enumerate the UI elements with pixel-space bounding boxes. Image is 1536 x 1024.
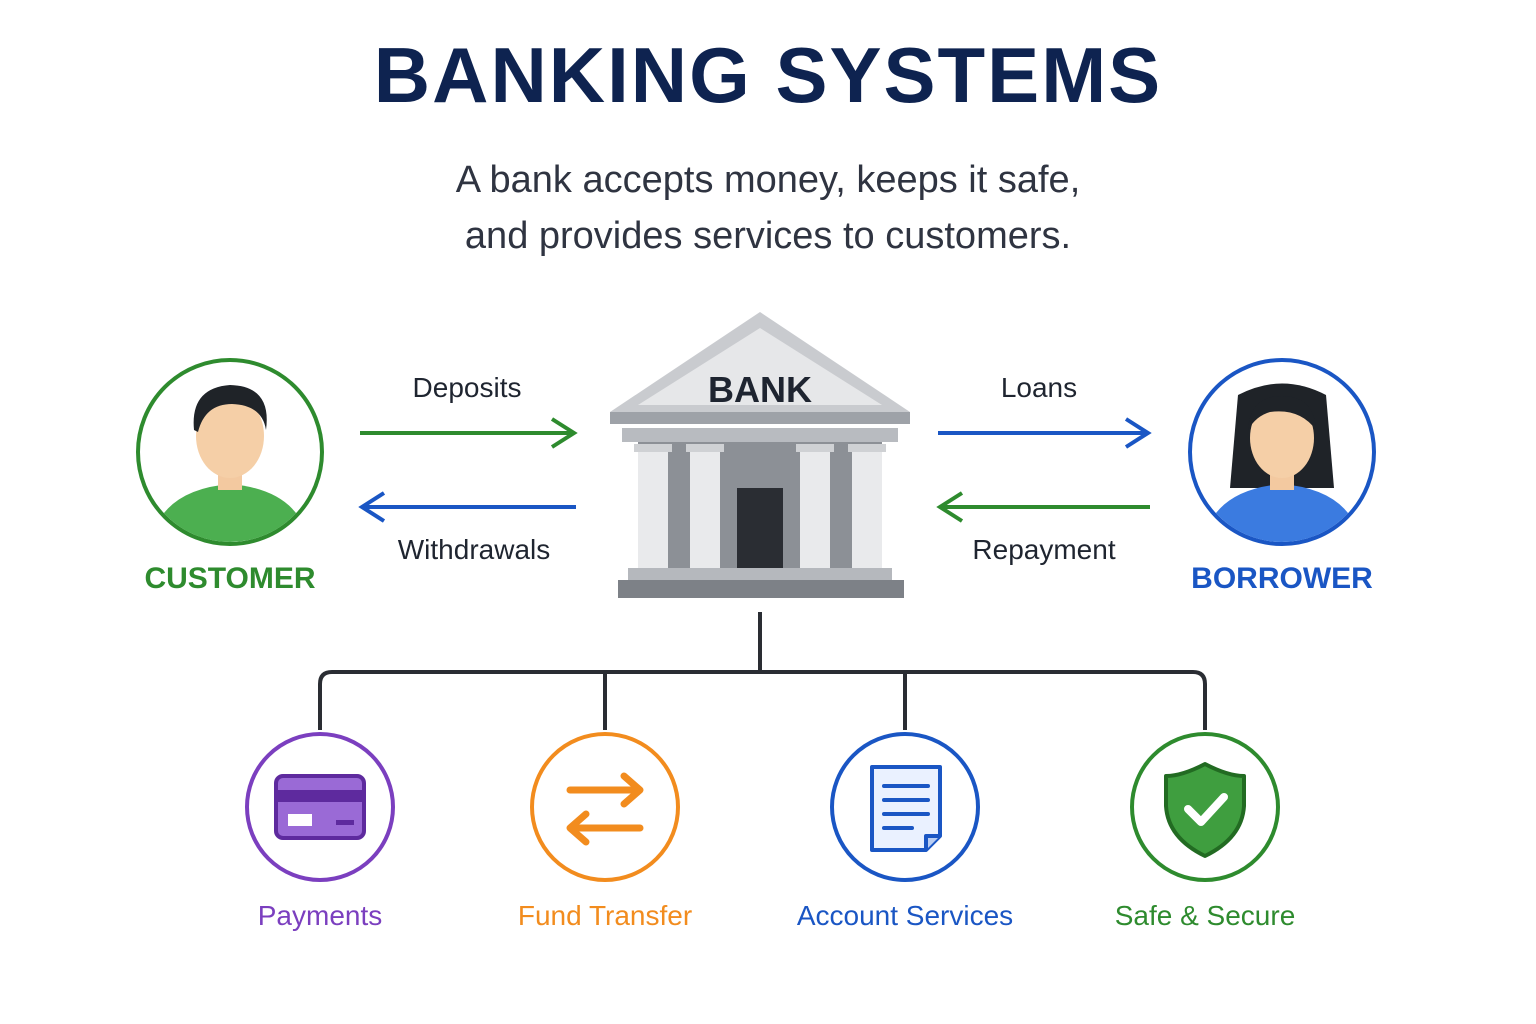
page-subtitle: A bank accepts money, keeps it safe, and…: [368, 152, 1168, 264]
customer-avatar: [136, 358, 324, 546]
credit-card-icon: [274, 774, 366, 840]
bank-label: BANK: [708, 369, 812, 410]
borrower-avatar: [1188, 358, 1376, 546]
deposits-arrow: [360, 417, 578, 449]
customer-label: CUSTOMER: [144, 562, 316, 595]
loans-label: Loans: [1000, 372, 1078, 403]
fund-transfer-service: [530, 732, 680, 882]
borrower-label: BORROWER: [1191, 562, 1373, 595]
payments-label: Payments: [257, 900, 383, 931]
transfer-arrows-icon: [566, 772, 644, 846]
payments-service: [245, 732, 395, 882]
bank-building-icon: [610, 312, 910, 598]
repayment-arrow: [936, 491, 1150, 523]
loans-arrow: [938, 417, 1152, 449]
safe-secure-label: Safe & Secure: [1114, 900, 1296, 931]
account-services-label: Account Services: [796, 900, 1014, 931]
fund-transfer-label: Fund Transfer: [517, 900, 693, 931]
page-title: BANKING SYSTEMS: [373, 31, 1163, 119]
withdrawals-arrow: [358, 491, 576, 523]
deposits-label: Deposits: [412, 372, 522, 403]
document-icon: [870, 765, 942, 852]
account-services-service: [830, 732, 980, 882]
withdrawals-label: Withdrawals: [397, 534, 551, 565]
safe-secure-service: [1130, 732, 1280, 882]
subtitle-line-1: A bank accepts money, keeps it safe,: [455, 159, 1081, 201]
repayment-label: Repayment: [972, 534, 1116, 565]
subtitle-line-2: and provides services to customers.: [464, 215, 1072, 257]
services-connector: [318, 612, 1207, 730]
shield-check-icon: [1164, 762, 1246, 858]
